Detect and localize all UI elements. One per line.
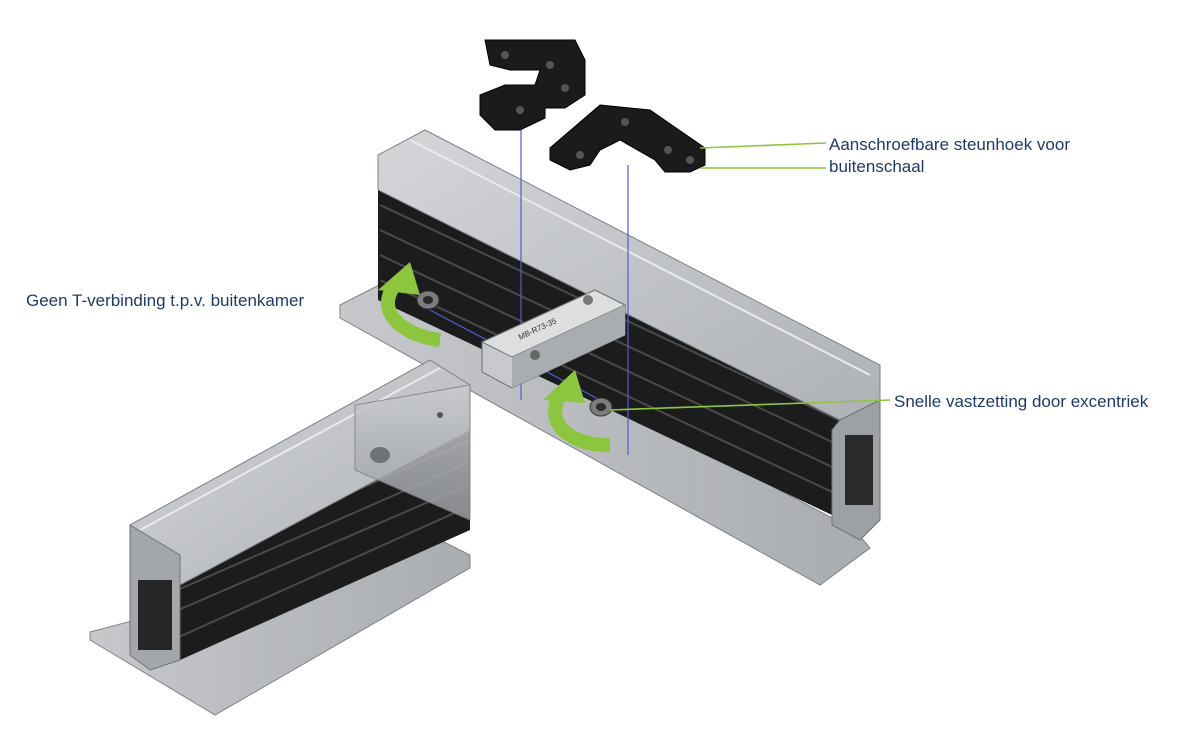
label-t-verbinding: Geen T-verbinding t.p.v. buitenkamer [26,291,305,310]
label-steunhoek: Aanschroefbare steunhoek voor buitenscha… [829,134,1070,178]
front-profile-hole [437,412,443,418]
main-profile-insulation [378,185,860,515]
leader-steunhoek-1 [699,142,827,149]
main-profile-ribs [379,204,861,506]
label-steunhoek-line2: buitenschaal [829,157,925,176]
rotation-arrow-right-icon [543,370,611,452]
front-profile-slot [370,447,390,463]
label-excentriek: Snelle vastzetting door excentriek [894,392,1149,411]
rotation-arrow-left-icon [378,262,442,347]
main-profile [339,129,881,586]
front-profile [89,359,471,716]
label-steunhoek-line1: Aanschroefbare steunhoek voor [829,135,1070,154]
eccentric-cam-right [589,397,613,417]
front-profile-side-wall [354,384,471,521]
leader-excentriek [609,399,891,411]
support-bracket-upper [479,39,586,131]
support-bracket-lower [549,104,706,173]
leader-lines [609,142,891,411]
eccentric-cam-left [416,290,440,310]
